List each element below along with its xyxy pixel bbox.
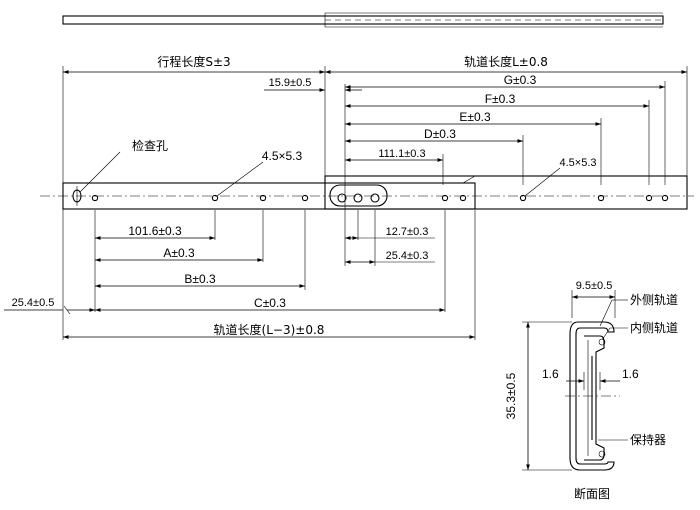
gap-right-label: 1.6: [622, 367, 639, 381]
g-label: G±0.3: [504, 73, 537, 87]
dim-12-7-label: 12.7±0.3: [386, 226, 429, 238]
dim-25-4-right-label: 25.4±0.3: [386, 250, 429, 262]
hole: [259, 194, 267, 202]
dim-15-9-label: 15.9±0.5: [269, 77, 312, 89]
hole: [519, 194, 527, 202]
f-label: F±0.3: [485, 92, 516, 106]
retainer-label: 保持器: [630, 432, 666, 447]
hole: [211, 194, 219, 202]
outer-rail: [569, 321, 615, 471]
rail-length-label: 轨道长度L±0.8: [464, 54, 548, 69]
hole: [353, 193, 363, 203]
dim-25-4-left-label: 25.4±0.5: [12, 297, 55, 309]
hole: [645, 194, 653, 202]
mounting-holes: [72, 186, 669, 206]
inner-rail-label: 内侧轨道: [630, 321, 678, 335]
d-label: D±0.3: [424, 127, 456, 141]
leader-lines: [79, 151, 561, 197]
hole: [459, 194, 467, 202]
hole: [441, 194, 449, 202]
gap-left-label: 1.6: [542, 367, 559, 381]
hole: [91, 194, 99, 202]
side-view-rail: [40, 175, 694, 210]
dim-111-1-label: 111.1±0.3: [378, 148, 425, 160]
hole: [337, 193, 347, 203]
hole: [301, 194, 309, 202]
cross-section: 9.5±0.5 外侧轨道 内侧轨道 1.6 1.6 35.3±0.5 保持器 断…: [504, 280, 678, 501]
b-label: B±0.3: [184, 272, 216, 286]
inspection-hole-label: 检查孔: [132, 138, 168, 153]
dim-101-6-label: 101.6±0.3: [128, 224, 182, 238]
section-title: 断面图: [574, 486, 610, 501]
hole-size-left-label: 4.5×5.3: [262, 149, 303, 163]
hole: [597, 194, 605, 202]
a-label: A±0.3: [163, 246, 195, 260]
e-label: E±0.3: [459, 110, 491, 124]
dimension-labels: 行程长度S±3 轨道长度L±0.8 15.9±0.5 G±0.3 F±0.3 E…: [12, 54, 597, 337]
hole: [370, 193, 380, 203]
dimension-lines: [4, 70, 687, 339]
stroke-length-label: 行程长度S±3: [157, 54, 230, 69]
extension-lines: [62, 66, 688, 340]
top-view-rail: [62, 12, 664, 28]
hole-size-right-label: 4.5×5.3: [559, 157, 596, 169]
section-width-label: 9.5±0.5: [576, 280, 613, 292]
outer-rail-label: 外侧轨道: [630, 293, 678, 307]
rail-length-l3-label: 轨道长度(L−3)±0.8: [214, 322, 325, 337]
section-height-label: 35.3±0.5: [504, 372, 518, 419]
inner-rail: [584, 335, 605, 461]
c-label: C±0.3: [254, 296, 286, 310]
hole: [661, 194, 669, 202]
